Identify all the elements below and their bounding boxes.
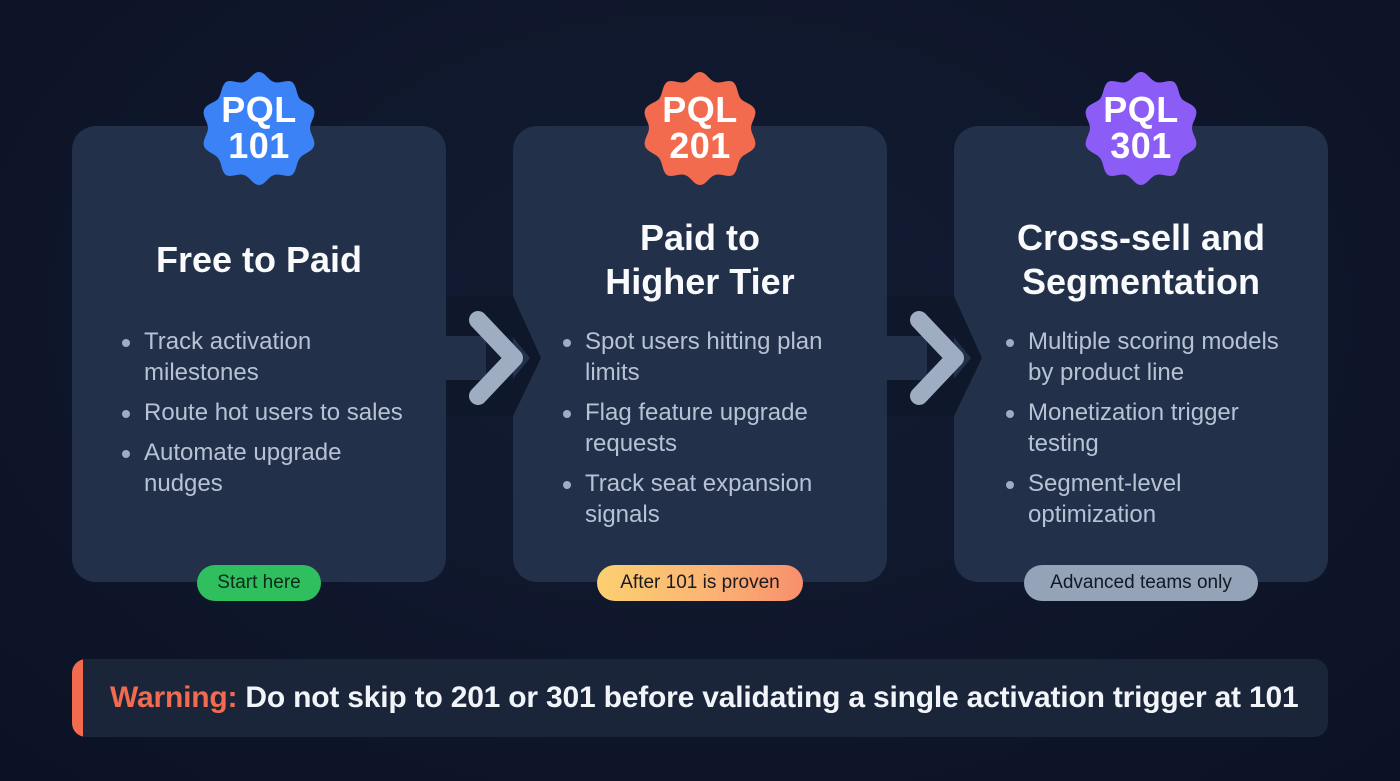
connector-201-to-301	[871, 296, 983, 416]
scalloped-seal-icon	[1085, 72, 1197, 185]
chevron-right-icon	[887, 296, 982, 416]
bullet-dot-icon	[563, 339, 571, 347]
pql-201-badge: PQL 201	[636, 64, 764, 192]
stage-bullet-list: Spot users hitting plan limits Flag feat…	[563, 326, 863, 539]
list-item: Flag feature upgrade requests	[563, 397, 863, 459]
bullet-dot-icon	[563, 481, 571, 489]
status-pill-after-101: After 101 is proven	[597, 565, 803, 601]
warning-message: Do not skip to 201 or 301 before validat…	[237, 681, 1299, 714]
warning-label: Warning:	[110, 681, 238, 714]
bullet-dot-icon	[122, 450, 130, 458]
status-pill-start-here: Start here	[197, 565, 321, 601]
status-pill-advanced: Advanced teams only	[1024, 565, 1258, 601]
pql-101-badge: PQL 101	[195, 64, 323, 192]
list-item: Track seat expansion signals	[563, 468, 863, 530]
bullet-dot-icon	[1006, 410, 1014, 418]
list-item: Track activation milestones	[122, 326, 422, 388]
stage-card-101: Free to Paid Track activation milestones…	[72, 126, 446, 582]
chevron-right-icon	[446, 296, 541, 416]
list-item: Route hot users to sales	[122, 397, 422, 428]
badge-label: PQL 101	[221, 89, 297, 166]
stage-card-301: Cross-sell and Segmentation Multiple sco…	[954, 126, 1328, 582]
warning-banner: Warning: Do not skip to 201 or 301 befor…	[72, 659, 1328, 737]
stage-card-201: Paid to Higher Tier Spot users hitting p…	[513, 126, 887, 582]
stage-title: Paid to Higher Tier	[605, 217, 795, 302]
bullet-dot-icon	[1006, 481, 1014, 489]
stage-title: Free to Paid	[155, 239, 363, 280]
list-item: Segment-level optimization	[1006, 468, 1304, 530]
badge-label: PQL 301	[1103, 89, 1179, 166]
list-item: Monetization trigger testing	[1006, 397, 1304, 459]
warning-text: Warning: Do not skip to 201 or 301 befor…	[110, 681, 1299, 715]
bullet-dot-icon	[563, 410, 571, 418]
badge-label: PQL 201	[662, 89, 738, 166]
scalloped-seal-icon	[644, 72, 756, 185]
pql-301-badge: PQL 301	[1077, 64, 1205, 192]
list-item: Multiple scoring models by product line	[1006, 326, 1304, 388]
stage-title: Cross-sell and Segmentation	[1016, 217, 1266, 302]
list-item: Spot users hitting plan limits	[563, 326, 863, 388]
bullet-dot-icon	[1006, 339, 1014, 347]
list-item: Automate upgrade nudges	[122, 437, 422, 499]
connector-101-to-201	[430, 296, 542, 416]
scalloped-seal-icon	[203, 72, 315, 185]
bullet-dot-icon	[122, 410, 130, 418]
stage-bullet-list: Track activation milestones Route hot us…	[122, 326, 422, 508]
bullet-dot-icon	[122, 339, 130, 347]
stage-bullet-list: Multiple scoring models by product line …	[1006, 326, 1304, 539]
warning-accent-bar	[72, 659, 83, 737]
